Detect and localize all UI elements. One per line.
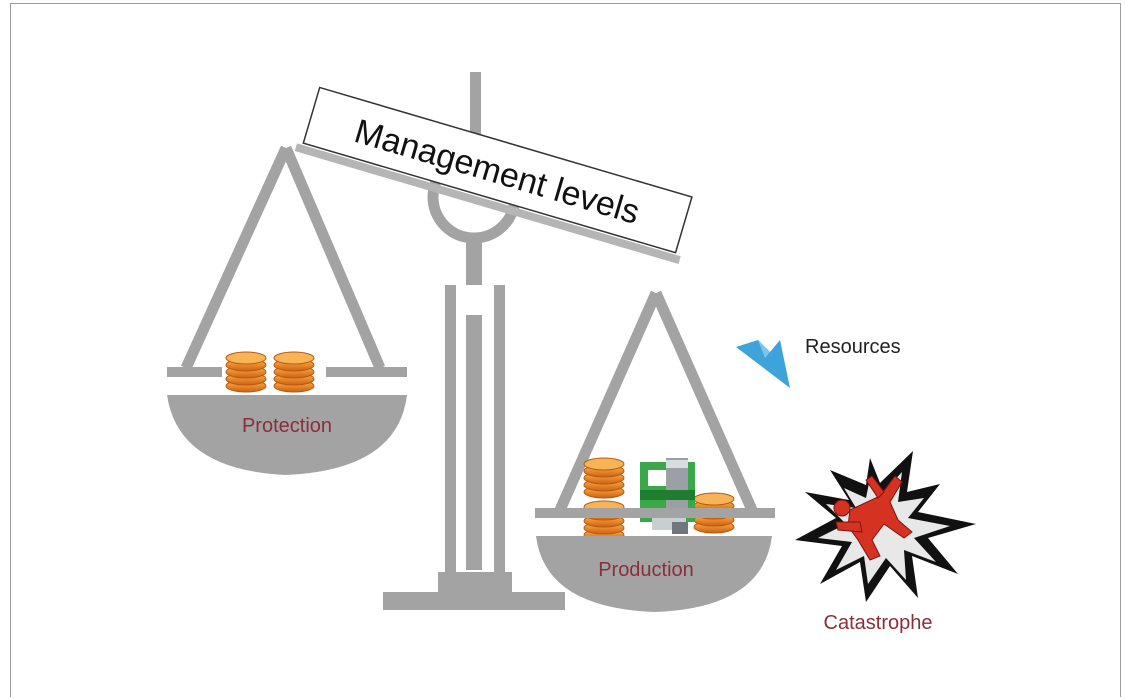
- resources-label: Resources: [805, 336, 901, 358]
- beam: Management levels: [294, 86, 693, 264]
- coin-stack-icon: [273, 351, 315, 393]
- figure-icon: [833, 475, 913, 561]
- right-pan: Production: [535, 290, 775, 612]
- machinery-icon: [640, 458, 695, 534]
- coin-stack-icon: [583, 457, 625, 499]
- explosion-icon: [795, 451, 976, 602]
- left-pan: Protection: [167, 145, 407, 475]
- figure-frame: [10, 3, 1121, 697]
- protection-label: Protection: [242, 415, 332, 437]
- management-banner: [302, 86, 693, 254]
- coin-stack-icon: [225, 351, 267, 393]
- production-label: Production: [598, 559, 694, 581]
- resources-arrow-icon: [736, 340, 790, 388]
- catastrophe-label: Catastrophe: [824, 612, 933, 634]
- coin-stack-icon: [583, 500, 625, 542]
